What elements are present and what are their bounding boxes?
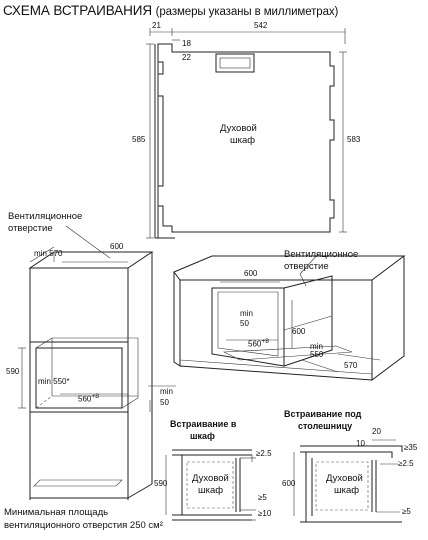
- title-main: СХЕМА ВСТРАИВАНИЯ: [3, 3, 152, 18]
- counter-dim-600-side: 600: [292, 327, 306, 336]
- dim-585: 585: [132, 135, 146, 144]
- cabinet-dim-590: 590: [154, 479, 168, 488]
- dim-583: 583: [347, 135, 361, 144]
- page-title: СХЕМА ВСТРАИВАНИЯ (размеры указаны в мил…: [3, 4, 338, 19]
- counter-install-drawing: [173, 253, 406, 381]
- counter-detail-title-line2: столешницу: [298, 421, 353, 431]
- dim-50: 50: [160, 398, 169, 407]
- counter-oven-label-line1: Духовой: [326, 473, 363, 484]
- dim-min550: min 550*: [38, 377, 70, 386]
- dim-min: min: [160, 387, 173, 396]
- vent-label-line2: отверстие: [8, 223, 53, 234]
- counter-dim-50: 50: [240, 319, 249, 328]
- counter-dim-600: 600: [282, 479, 296, 488]
- counter-dim-10: 10: [356, 439, 365, 448]
- counter-dim-min: min: [240, 309, 253, 318]
- counter-vent-label-line2: отверстие: [284, 261, 329, 272]
- counter-dim-600-top: 600: [244, 269, 258, 278]
- cabinet-oven-label-line1: Духовой: [192, 473, 229, 484]
- dim-600: 600: [110, 242, 124, 251]
- counter-dim-560: 560+8: [248, 338, 269, 349]
- oven-label-line1: Духовой: [220, 123, 257, 134]
- vent-label-line1: Вентиляционное: [8, 211, 83, 222]
- dim-18: 18: [182, 39, 191, 48]
- counter-dim-ge35: ≥35: [404, 443, 418, 452]
- dim-560: 560+8: [78, 393, 99, 404]
- counter-dim-20: 20: [372, 427, 381, 436]
- dim-542: 542: [254, 21, 268, 30]
- cabinet-detail-title-line2: шкаф: [190, 431, 215, 441]
- dim-21: 21: [152, 21, 161, 30]
- counter-dim-ge5: ≥5: [402, 507, 411, 516]
- dim-22: 22: [182, 53, 191, 62]
- area-label-line1: Минимальная площадь: [4, 507, 109, 518]
- title-subtitle: (размеры указаны в миллиметрах): [155, 6, 339, 18]
- counter-dim-570: 570: [344, 361, 358, 370]
- column-install-drawing: [18, 225, 176, 500]
- cabinet-dim-ge5: ≥5: [258, 493, 267, 502]
- counter-vent-label-line1: Вентиляционное: [284, 249, 359, 260]
- cabinet-oven-label-line2: шкаф: [198, 485, 224, 496]
- top-view-drawing: [146, 28, 347, 239]
- counter-detail-drawing: [293, 439, 403, 523]
- cabinet-dim-ge10: ≥10: [258, 509, 272, 518]
- dim-min570: min 570: [34, 249, 63, 258]
- dim-590: 590: [6, 367, 20, 376]
- cabinet-dim-ge25: ≥2.5: [256, 449, 272, 458]
- counter-dim-ge25: ≥2.5: [398, 459, 414, 468]
- counter-detail-title-line1: Встраивание под: [284, 409, 362, 419]
- cabinet-detail-drawing: [165, 449, 256, 521]
- cabinet-detail-title-line1: Встраивание в: [170, 419, 237, 429]
- counter-oven-label-line2: шкаф: [334, 485, 360, 496]
- oven-label-line2: шкаф: [230, 135, 256, 146]
- area-label-line2: вентиляционного отверстия 250 см²: [4, 520, 163, 531]
